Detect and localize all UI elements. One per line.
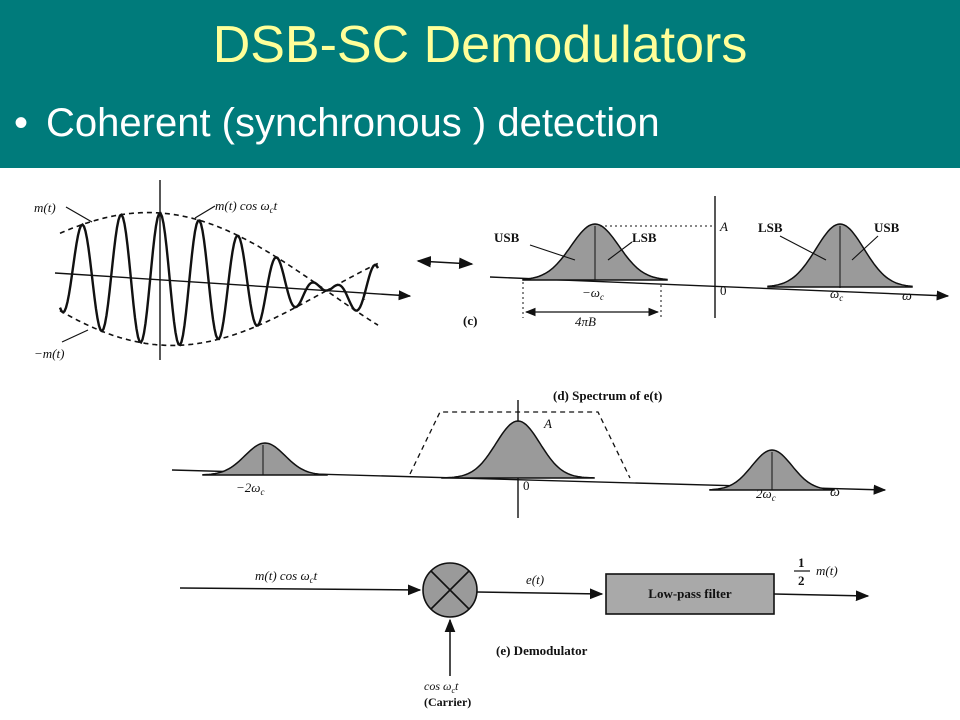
label-zero-d: 0 (523, 478, 530, 493)
label-neg-wc: −ωc (582, 285, 604, 302)
filter-output-line (773, 590, 870, 602)
label-lsb-right: LSB (758, 220, 783, 235)
waveform-panel: m(t) m(t) cos ωct −m(t) t (34, 180, 412, 361)
label-usb-right: USB (874, 220, 900, 235)
spectrum-bump-neg-2wc (202, 442, 328, 476)
label-filter: Low-pass filter (648, 586, 732, 601)
bullet-text: Coherent (synchronous ) detection (46, 101, 660, 145)
demodulation-figure: m(t) m(t) cos ωct −m(t) t USB (34, 180, 950, 709)
panel-e-demodulator: m(t) cos ωct e(t) Low-pass filter 1 2 m(… (179, 555, 870, 709)
envelope-positive (59, 211, 379, 292)
label-output-num: 1 (798, 555, 805, 570)
pointer-usb-left (529, 244, 576, 261)
label-modulated: m(t) cos ωct (215, 198, 278, 215)
label-neg-2wc: −2ωc (236, 480, 264, 497)
label-peak-d: A (543, 416, 552, 431)
waveform-time-axis (54, 272, 412, 301)
label-wc: ωc (830, 286, 843, 303)
label-mixer-output: e(t) (526, 572, 544, 587)
caption-c: (c) (463, 313, 477, 328)
label-envelope: m(t) (34, 200, 56, 215)
lowpass-filter-outline (409, 411, 631, 479)
label-carrier: cos ωct (424, 679, 459, 695)
label-usb-left: USB (494, 230, 520, 245)
modulated-carrier-wave (58, 211, 380, 347)
pointer-lsb-left (607, 241, 633, 261)
mixer-output-line (476, 588, 604, 600)
bullet-icon: • (14, 101, 29, 145)
spectrum-bump-baseband (441, 420, 595, 479)
label-lsb-left: LSB (632, 230, 657, 245)
label-carrier-note: (Carrier) (424, 695, 471, 709)
caption-d: (d) Spectrum of e(t) (553, 388, 662, 403)
pointer-modulated (194, 205, 216, 219)
input-signal-line (179, 584, 422, 596)
label-peak-c: A (719, 219, 728, 234)
label-neg-envelope: −m(t) (34, 346, 64, 361)
slide-title: DSB-SC Demodulators (212, 16, 748, 74)
label-omega-c: ω (902, 289, 912, 304)
label-time: t (362, 288, 366, 303)
label-output-den: 2 (798, 573, 805, 588)
label-pos-2wc: 2ωc (756, 486, 776, 503)
caption-e: (e) Demodulator (496, 643, 588, 658)
pointer-usb-right (851, 235, 879, 261)
transform-double-arrow (416, 255, 474, 270)
slide-header: DSB-SC Demodulators • Coherent (synchrono… (0, 0, 960, 168)
pointer-lsb-right (779, 235, 827, 261)
label-zero-c: 0 (720, 283, 727, 298)
multiplier-cross-b (430, 570, 470, 610)
label-input-signal: m(t) cos ωct (255, 568, 318, 585)
label-omega-d: ω (830, 485, 840, 500)
panel-d-spectrum: (d) Spectrum of e(t) A −2ωc 0 2ωc ω (171, 388, 887, 518)
panel-c-spectrum: USB LSB A LSB USB −ωc 0 ωc ω 4πB (c) (463, 196, 950, 329)
pointer-neg-envelope (61, 329, 89, 343)
label-bandwidth: 4πB (575, 314, 596, 329)
bullet-item: • Coherent (synchronous ) detection (14, 98, 660, 148)
pointer-envelope (65, 206, 93, 223)
label-output: m(t) (816, 563, 838, 578)
